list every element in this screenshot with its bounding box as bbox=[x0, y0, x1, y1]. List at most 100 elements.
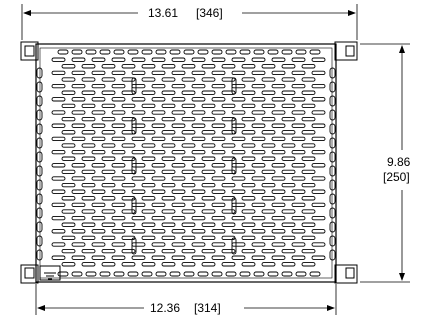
plate-slot bbox=[311, 215, 326, 221]
plate-slot bbox=[291, 242, 306, 247]
plate-slot bbox=[181, 169, 196, 175]
plate-slot bbox=[261, 169, 276, 175]
plate-slot bbox=[271, 176, 286, 181]
plate-slot bbox=[111, 123, 126, 128]
plate-slot bbox=[131, 97, 146, 102]
plate-slot bbox=[111, 57, 126, 62]
plate-slot bbox=[221, 262, 236, 267]
plate-slot bbox=[101, 116, 116, 122]
plate-slot bbox=[201, 262, 216, 267]
plate-slot bbox=[161, 169, 176, 175]
plate-slot bbox=[51, 110, 66, 115]
border-slot bbox=[211, 49, 223, 55]
plate-slot bbox=[261, 64, 276, 69]
plate-slot bbox=[101, 262, 116, 267]
plate-slot bbox=[131, 57, 146, 62]
plate-slot bbox=[311, 229, 326, 234]
plate-slot bbox=[271, 189, 286, 194]
plate-slot bbox=[271, 255, 286, 260]
plate-slot bbox=[161, 262, 176, 267]
plate-slot bbox=[281, 222, 296, 227]
border-slot bbox=[281, 271, 293, 277]
border-slot bbox=[309, 49, 321, 55]
vertical-slot bbox=[231, 117, 237, 135]
plate-slot bbox=[91, 83, 106, 89]
plate-slot bbox=[251, 242, 266, 247]
plate-slot bbox=[61, 143, 76, 148]
plate-slot bbox=[61, 209, 76, 214]
border-slot bbox=[225, 271, 237, 277]
plate-slot bbox=[141, 90, 156, 95]
plate-slot bbox=[161, 156, 176, 161]
plate-slot bbox=[191, 123, 206, 128]
border-slot bbox=[197, 49, 209, 55]
plate-slot bbox=[131, 163, 146, 168]
plate-slot bbox=[311, 202, 326, 208]
plate-slot bbox=[211, 189, 226, 194]
plate-slot bbox=[91, 215, 106, 221]
plate-slot bbox=[221, 130, 236, 135]
plate-slot bbox=[51, 97, 66, 102]
plate-slot bbox=[181, 182, 196, 188]
plate-slot bbox=[151, 176, 166, 181]
plate-slot bbox=[241, 116, 256, 122]
plate-slot bbox=[151, 149, 166, 155]
plate-slot bbox=[251, 215, 266, 221]
plate-slot bbox=[231, 97, 246, 102]
plate-slot bbox=[231, 242, 246, 247]
vertical-slot bbox=[131, 197, 137, 215]
plate-slot bbox=[91, 242, 106, 247]
height-mm: [250] bbox=[383, 170, 410, 184]
plate-slot bbox=[271, 242, 286, 247]
plate-slot bbox=[271, 229, 286, 234]
plate-slot bbox=[151, 110, 166, 115]
plate-slot bbox=[271, 149, 286, 155]
plate-slot bbox=[191, 176, 206, 181]
plate-slot bbox=[51, 189, 66, 194]
plate-slot bbox=[51, 123, 66, 128]
plate-slot bbox=[71, 149, 86, 155]
plate-slot bbox=[151, 242, 166, 247]
plate-slot bbox=[151, 136, 166, 142]
plate-slot bbox=[161, 143, 176, 148]
plate-slot bbox=[51, 255, 66, 260]
plate-slot bbox=[281, 90, 296, 95]
height-dimension bbox=[360, 43, 410, 283]
plate-slot bbox=[221, 103, 236, 109]
plate-slot bbox=[181, 222, 196, 227]
plate-slot bbox=[271, 123, 286, 128]
border-slot bbox=[141, 271, 153, 277]
plate-slot bbox=[171, 97, 186, 102]
plate-slot bbox=[111, 255, 126, 260]
plate-slot bbox=[231, 176, 246, 181]
plate-slot bbox=[171, 229, 186, 234]
plate-slot bbox=[291, 189, 306, 194]
plate-slot bbox=[211, 176, 226, 181]
plate-slot bbox=[281, 182, 296, 188]
border-slot bbox=[57, 49, 69, 55]
plate-slot bbox=[281, 196, 296, 201]
plate-slot bbox=[251, 149, 266, 155]
plate-slot bbox=[301, 143, 316, 148]
plate-slot bbox=[81, 77, 96, 82]
plate-slot bbox=[101, 90, 116, 95]
height-inches: 9.86 bbox=[387, 155, 411, 169]
plate-slot bbox=[171, 215, 186, 221]
plate-slot bbox=[231, 215, 246, 221]
plate-slot bbox=[221, 169, 236, 175]
plate-slot bbox=[131, 136, 146, 142]
edge-slot bbox=[36, 165, 43, 177]
plate-slot bbox=[51, 242, 66, 247]
plate-slot bbox=[291, 215, 306, 221]
plate-slot bbox=[51, 83, 66, 89]
plate-slot bbox=[231, 83, 246, 89]
plate-slot bbox=[261, 156, 276, 161]
plate-slot bbox=[71, 189, 86, 194]
plate-slot bbox=[171, 123, 186, 128]
plate-slot bbox=[231, 229, 246, 234]
plate-slot bbox=[241, 103, 256, 109]
plate-slot bbox=[241, 222, 256, 227]
plate-slot bbox=[211, 229, 226, 234]
plate-slot bbox=[161, 248, 176, 254]
